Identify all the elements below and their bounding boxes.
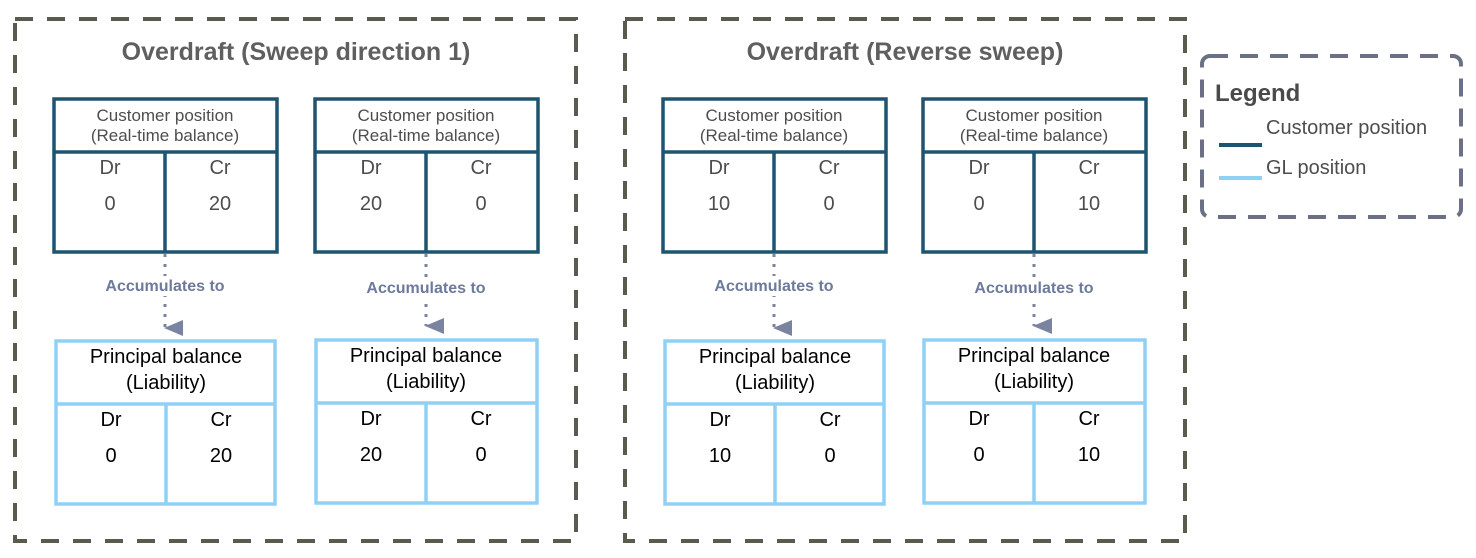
accumulates-label: Accumulates to [974, 280, 1093, 297]
customer-dr-label: Dr [99, 157, 120, 179]
gl-cr-label: Cr [470, 408, 491, 430]
customer-dr-value: 0 [104, 193, 115, 215]
gl-cr-value: 0 [824, 445, 835, 467]
customer-box-title: Customer position [96, 106, 233, 125]
connector-label-bg [963, 278, 1105, 298]
gl-cr-value: 10 [1078, 444, 1100, 466]
gl-dr-label: Dr [360, 408, 381, 430]
customer-box-subtitle: (Real-time balance) [700, 126, 848, 145]
customer-cr-value: 10 [1078, 193, 1100, 215]
gl-box-title: Principal balance [699, 346, 851, 368]
gl-dr-label: Dr [100, 409, 121, 431]
customer-cr-label: Cr [818, 157, 839, 179]
customer-cr-value: 20 [209, 193, 231, 215]
customer-cr-label: Cr [209, 157, 230, 179]
customer-dr-value: 10 [708, 193, 730, 215]
customer-box-subtitle: (Real-time balance) [352, 126, 500, 145]
customer-box-title: Customer position [357, 106, 494, 125]
customer-dr-label: Dr [360, 157, 381, 179]
connector-label-bg [703, 276, 845, 296]
panel-reverse-title: Overdraft (Reverse sweep) [747, 38, 1064, 66]
gl-cr-label: Cr [210, 409, 231, 431]
customer-cr-value: 0 [823, 193, 834, 215]
gl-dr-value: 0 [105, 445, 116, 467]
legend-label-gl: GL position [1266, 157, 1366, 179]
gl-dr-value: 0 [973, 444, 984, 466]
customer-dr-value: 0 [973, 193, 984, 215]
panel-sweep-title: Overdraft (Sweep direction 1) [122, 38, 471, 66]
legend-box [1200, 54, 1463, 219]
gl-box-title: Principal balance [90, 346, 242, 368]
customer-box-title: Customer position [705, 106, 842, 125]
customer-dr-value: 20 [360, 193, 382, 215]
customer-cr-value: 0 [475, 193, 486, 215]
panel-reverse-border [623, 17, 1187, 543]
gl-dr-label: Dr [968, 408, 989, 430]
legend-title: Legend [1215, 80, 1300, 107]
customer-cr-label: Cr [1078, 157, 1099, 179]
gl-box-subtitle: (Liability) [386, 371, 466, 393]
customer-box-subtitle: (Real-time balance) [91, 126, 239, 145]
gl-dr-value: 20 [360, 444, 382, 466]
gl-dr-label: Dr [709, 409, 730, 431]
gl-box-subtitle: (Liability) [126, 372, 206, 394]
gl-box-subtitle: (Liability) [735, 372, 815, 394]
customer-box-title: Customer position [965, 106, 1102, 125]
accumulates-label: Accumulates to [366, 280, 485, 297]
gl-cr-value: 0 [475, 444, 486, 466]
customer-dr-label: Dr [708, 157, 729, 179]
gl-box-subtitle: (Liability) [994, 371, 1074, 393]
gl-dr-value: 10 [709, 445, 731, 467]
accumulates-label: Accumulates to [105, 278, 224, 295]
customer-dr-label: Dr [968, 157, 989, 179]
gl-cr-label: Cr [819, 409, 840, 431]
legend-label-customer: Customer position [1266, 117, 1427, 139]
connector-label-bg [355, 278, 497, 298]
connector-label-bg [94, 276, 236, 296]
gl-cr-label: Cr [1078, 408, 1099, 430]
gl-box-title: Principal balance [350, 345, 502, 367]
customer-box-subtitle: (Real-time balance) [960, 126, 1108, 145]
gl-cr-value: 20 [210, 445, 232, 467]
accumulates-label: Accumulates to [714, 278, 833, 295]
panel-sweep-border [13, 17, 578, 543]
gl-box-title: Principal balance [958, 345, 1110, 367]
customer-cr-label: Cr [470, 157, 491, 179]
